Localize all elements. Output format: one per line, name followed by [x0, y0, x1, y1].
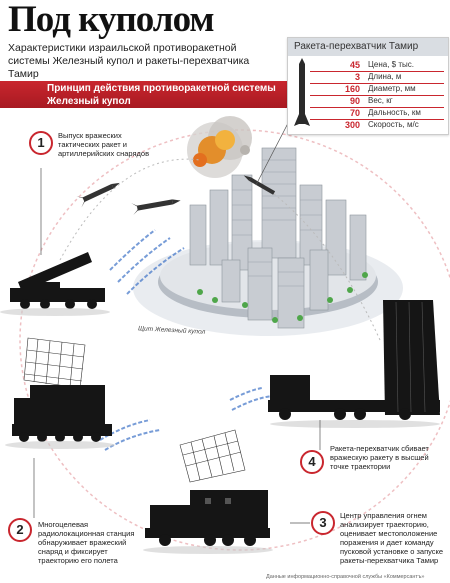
principle-label: Принцип действия противоракетной системы… [47, 83, 276, 107]
spec-value: 3 [354, 72, 360, 82]
rocket-launcher [10, 252, 105, 309]
spec-value: 300 [344, 120, 360, 130]
tamir-missile-icon [294, 58, 310, 126]
spec-row-length: 3 Длина, м [288, 72, 448, 84]
spec-label: Скорость, м/с [368, 120, 419, 129]
spec-label: Цена, $ тыс. [368, 60, 414, 69]
principle-bar [0, 81, 292, 108]
step-1-text: Выпуск вражеских тактических ракет и арт… [58, 131, 150, 158]
tamir-header [288, 38, 448, 56]
step-4-number: 4 [300, 450, 324, 474]
control-center-truck [145, 429, 270, 546]
spec-value: 90 [349, 96, 360, 106]
spec-divider [310, 83, 444, 84]
step-4-text: Ракета-перехватчик сбивает вражескую рак… [330, 444, 429, 471]
tamir-specs-panel: Ракета-перехватчик Тамир 45 Цена, $ тыс.… [287, 37, 449, 135]
page-subtitle: Характеристики израильской противоракетн… [8, 42, 250, 80]
step-2-number: 2 [8, 518, 32, 542]
spec-divider [310, 71, 444, 72]
spec-divider [310, 95, 444, 96]
building-windows [232, 159, 322, 287]
page-title: Под куполом [8, 0, 215, 40]
spec-value: 70 [349, 108, 360, 118]
spec-divider [310, 107, 444, 108]
spec-row-price: 45 Цена, $ тыс. [288, 60, 448, 72]
interceptor-trajectory [254, 179, 381, 341]
trees [197, 272, 368, 323]
radar-station [12, 337, 112, 442]
explosion [187, 116, 252, 178]
enemy-trajectory [59, 158, 201, 261]
spec-label: Дальность, км [368, 108, 421, 117]
radar-waves [99, 229, 273, 451]
step-3-number: 3 [311, 511, 335, 535]
enemy-rocket-1 [76, 182, 120, 208]
spec-row-speed: 300 Скорость, м/с [288, 120, 448, 132]
step-2-text: Многоцелевая радиолокационная станция об… [38, 520, 135, 565]
spec-row-diameter: 160 Диаметр, мм [288, 84, 448, 96]
spec-row-weight: 90 Вес, кг [288, 96, 448, 108]
spec-row-range: 70 Дальность, км [288, 108, 448, 120]
spec-label: Диаметр, мм [368, 84, 416, 93]
spec-label: Длина, м [368, 72, 402, 81]
tamir-title: Ракета-перехватчик Тамир [294, 41, 419, 52]
spec-label: Вес, кг [368, 96, 393, 105]
interceptor-missile [243, 175, 276, 195]
spec-value: 160 [344, 84, 360, 94]
step-3-text: Центр управления огнем анализирует траек… [340, 511, 444, 565]
city-buildings [189, 147, 367, 329]
enemy-rocket-2 [131, 199, 181, 215]
source-footer: Данные информационно-справочной службы «… [266, 574, 425, 580]
spec-value: 45 [349, 60, 360, 70]
spec-divider [310, 119, 444, 120]
step-1-number: 1 [29, 131, 53, 155]
